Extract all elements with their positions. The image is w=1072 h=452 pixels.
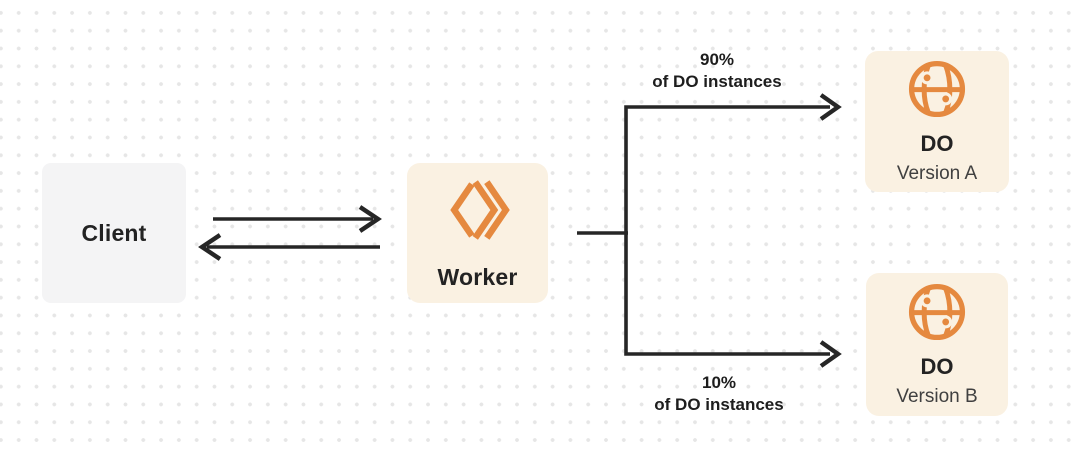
client-label: Client xyxy=(81,219,147,246)
arrowhead-client-to-worker xyxy=(358,205,382,233)
do-version-a-subtitle: Version A xyxy=(896,162,978,184)
top-branch-label: 90% of DO instances xyxy=(607,49,827,93)
worker-node: Worker xyxy=(407,163,548,303)
do-version-a-title: DO xyxy=(920,130,954,156)
worker-label: Worker xyxy=(437,263,518,290)
top-branch-percent: 90% xyxy=(699,50,735,69)
arrowhead-to-do-version-b xyxy=(819,340,842,368)
do-version-b-subtitle: Version B xyxy=(896,385,978,407)
arrowhead-worker-to-client xyxy=(198,233,222,261)
bottom-branch-caption: of DO instances xyxy=(654,395,784,414)
bottom-branch-percent: 10% xyxy=(701,373,737,392)
do-version-b-title: DO xyxy=(920,353,954,379)
do-version-a-node: DO Version A xyxy=(865,51,1009,192)
bottom-branch-label: 10% of DO instances xyxy=(609,372,829,416)
durable-object-globe-icon xyxy=(906,281,968,348)
cloudflare-workers-icon xyxy=(444,176,512,249)
do-version-b-node: DO Version B xyxy=(866,273,1008,416)
durable-object-globe-icon xyxy=(906,58,968,125)
top-branch-caption: of DO instances xyxy=(652,72,782,91)
client-node: Client xyxy=(42,163,186,303)
arrowhead-to-do-version-a xyxy=(819,93,842,121)
branch-split-lines xyxy=(624,105,830,356)
